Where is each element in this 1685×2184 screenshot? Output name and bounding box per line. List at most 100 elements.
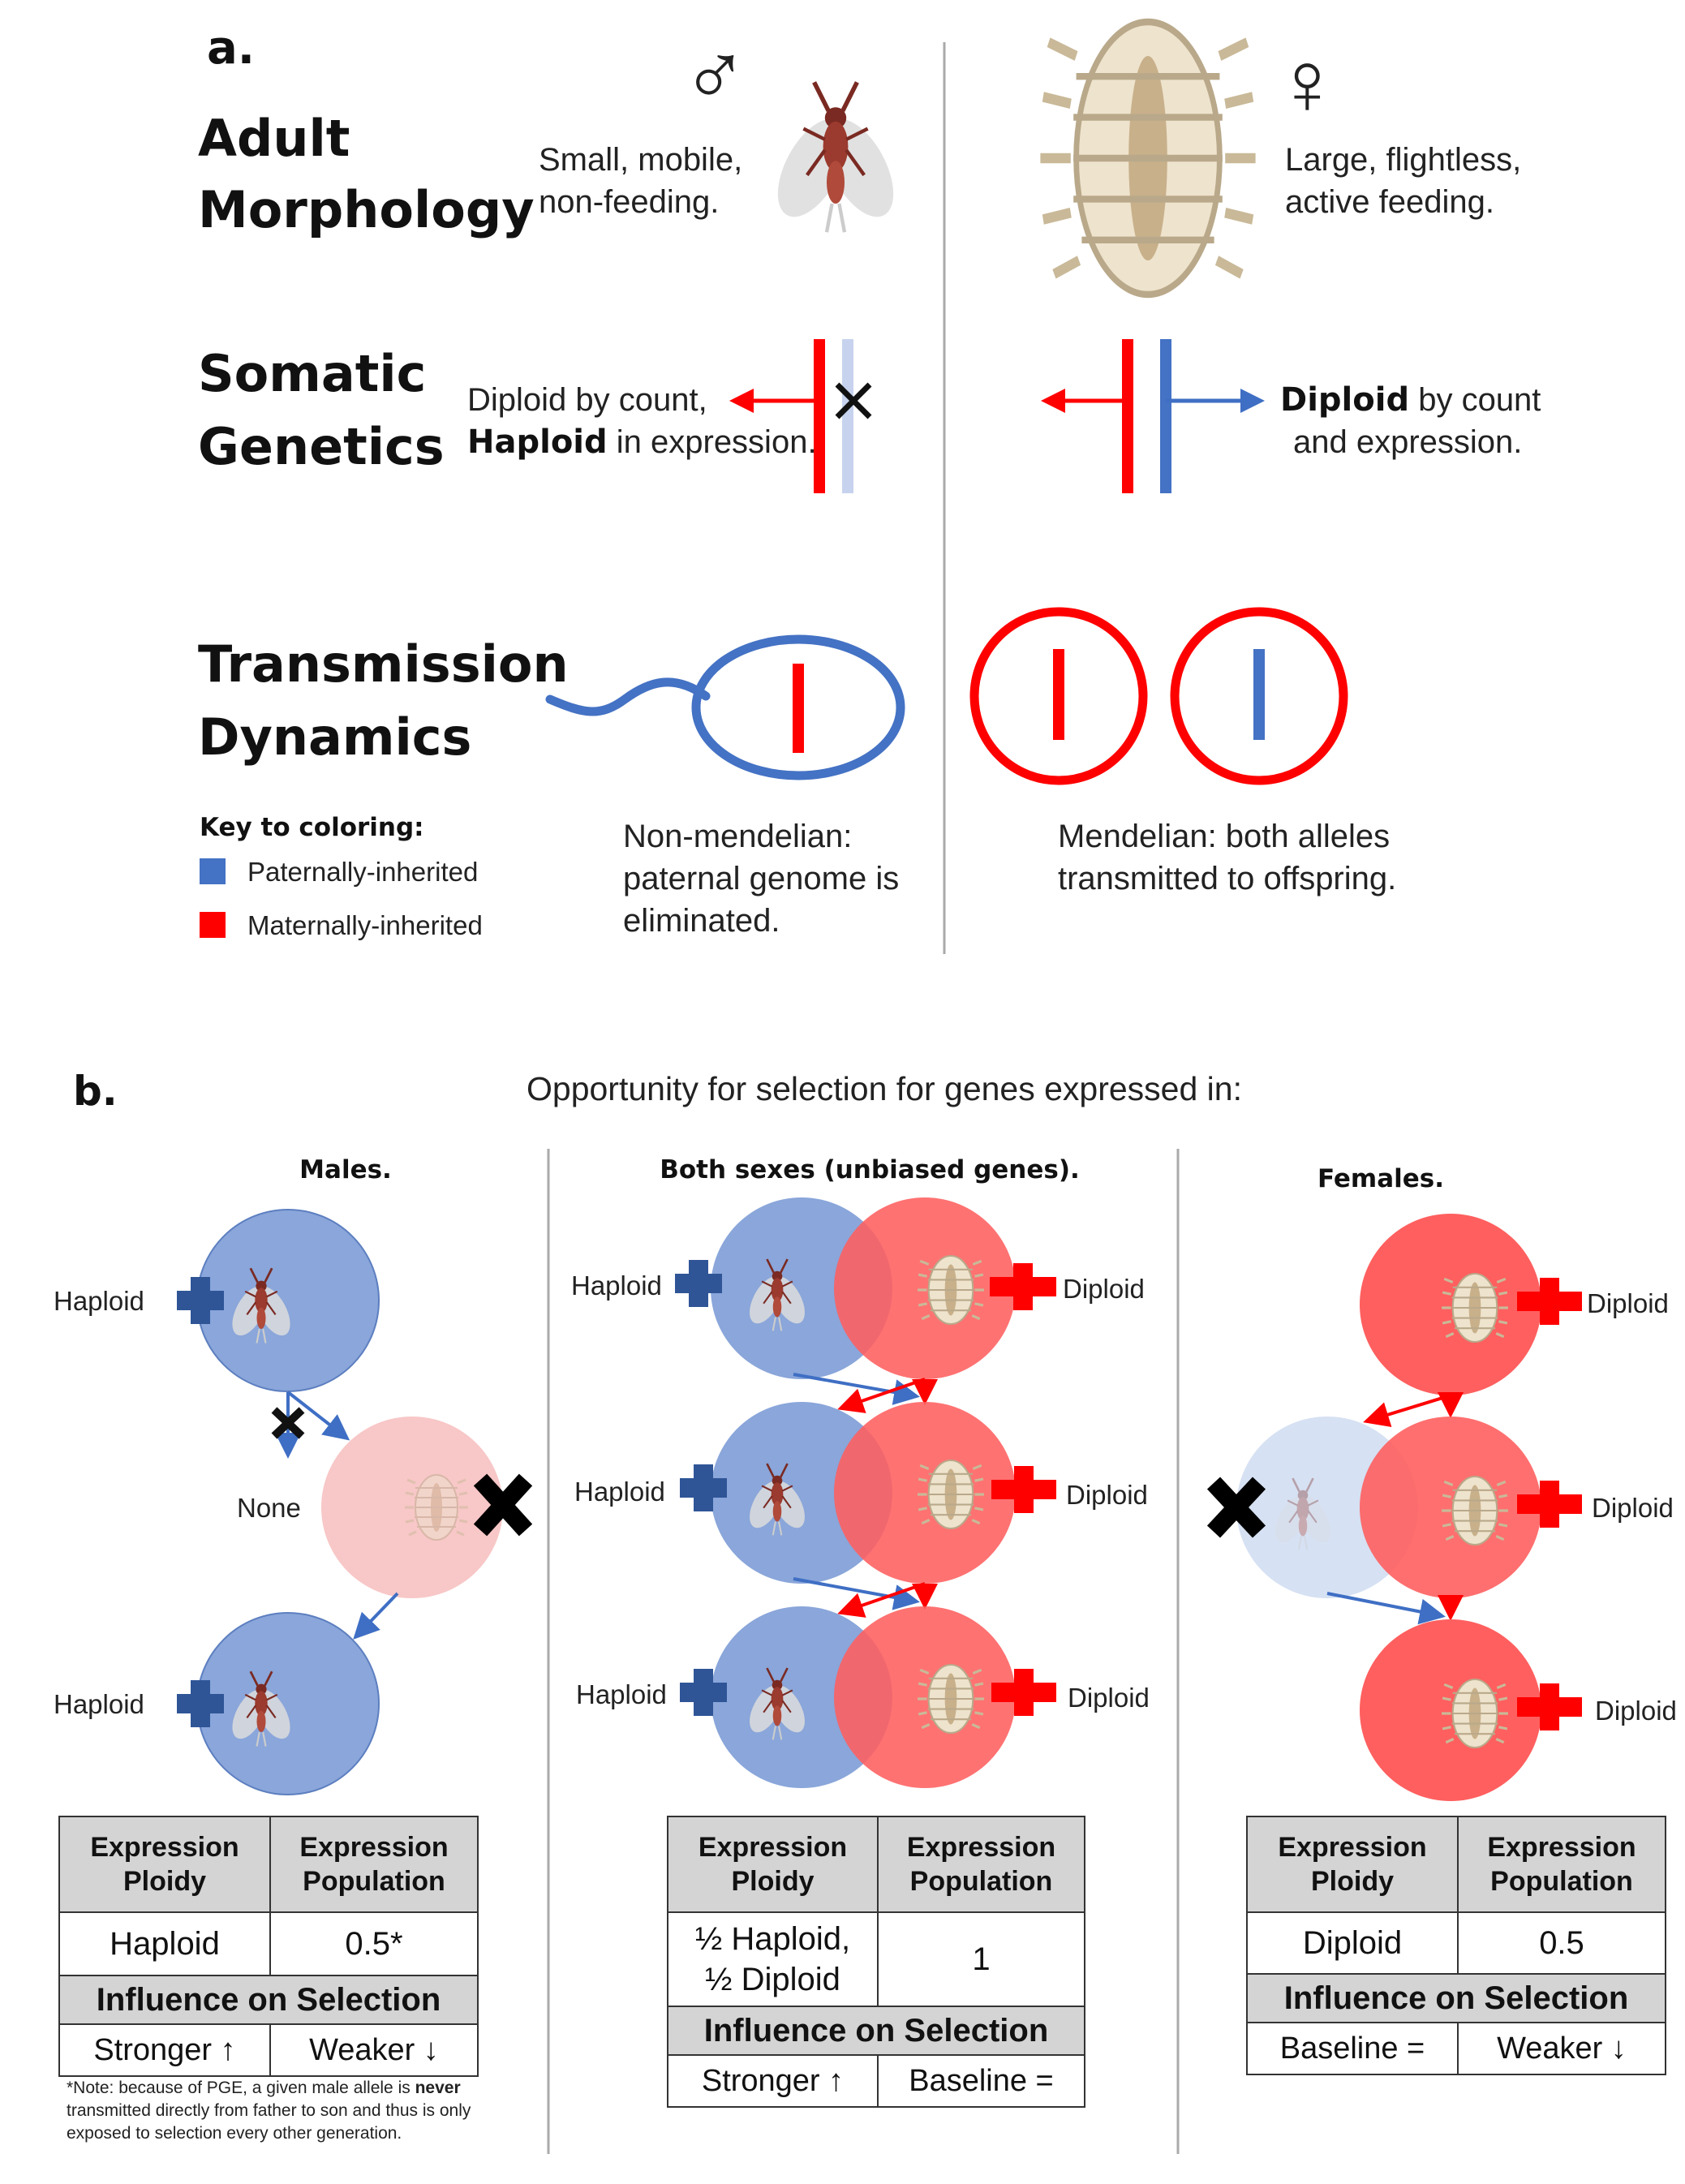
male-morph-line2: non-feeding. [539, 184, 719, 220]
row-label-morphology: Morphology [198, 180, 535, 239]
both-gen1-haploid-label: Haploid [571, 1270, 662, 1301]
both-table-header-population: Expression Population [877, 1816, 1085, 1913]
males-gen3-label: Haploid [54, 1689, 144, 1719]
males-gen2-female [321, 1417, 533, 1598]
panel-b-label: b. [73, 1068, 118, 1115]
males-footnote-bold: never [415, 2079, 461, 2097]
both-table-header-ploidy: Expression Ploidy [667, 1816, 879, 1913]
female-morph-line1: Large, flightless, [1285, 142, 1521, 178]
silenced-x-mark [835, 382, 872, 419]
row-label-dynamics: Dynamics [198, 707, 471, 767]
both-heading: Both sexes (unbiased genes). [660, 1155, 1080, 1184]
row-label-somatic: Somatic [198, 344, 426, 403]
male-symbol: ♂ [681, 25, 749, 125]
males-table-header-population: Expression Population [269, 1816, 479, 1913]
panel-b-title: Opportunity for selection for genes expr… [527, 1070, 1242, 1107]
males-gen3 [177, 1612, 380, 1795]
males-gen1-label: Haploid [54, 1286, 144, 1316]
female-morph-line2: active feeding. [1285, 184, 1494, 220]
both-table-influence-ploidy: Stronger ↑ [667, 2054, 879, 2108]
females-table: Expression Ploidy Expression Population … [1246, 1816, 1666, 2075]
males-table-influence-population: Weaker ↓ [269, 2023, 479, 2077]
row-label-transmission: Transmission [198, 634, 569, 694]
females-gen3 [1360, 1619, 1582, 1801]
both-gen3-haploid-label: Haploid [576, 1679, 667, 1709]
male-somatic-line1: Diploid by count, [467, 382, 707, 418]
females-table-header-ploidy: Expression Ploidy [1246, 1816, 1459, 1913]
both-table-influence-population: Baseline = [877, 2054, 1085, 2108]
both-gen3-diploid-label: Diploid [1068, 1683, 1150, 1713]
male-morph-line1: Small, mobile, [539, 142, 742, 178]
both-arrow-1-red-left [837, 1378, 926, 1413]
key-maternal-swatch [200, 912, 226, 938]
row-label-genetics: Genetics [198, 417, 445, 476]
males-table-population-value: 0.5* [269, 1911, 479, 1976]
both-arrow-1-blue [793, 1373, 920, 1405]
males-heading: Males. [299, 1155, 392, 1184]
both-table: Expression Ploidy Expression Population … [667, 1816, 1085, 2108]
both-table-ploidy-value-line2: ½ Diploid [705, 1962, 840, 1997]
row-label-adult: Adult [198, 109, 350, 168]
males-table-influence-header: Influence on Selection [58, 1975, 479, 2025]
females-table-ploidy-value: Diploid [1246, 1911, 1459, 1975]
both-table-ploidy-value-line1: ½ Haploid, [694, 1921, 851, 1957]
both-table-influence-header: Influence on Selection [667, 2006, 1085, 2056]
females-table-influence-header: Influence on Selection [1246, 1973, 1666, 2023]
sperm-head [691, 634, 905, 780]
females-arrow-2-blue [1326, 1592, 1446, 1625]
key-paternal-swatch [200, 858, 226, 884]
males-blocked-x [271, 1407, 305, 1439]
panel-a-label: a. [207, 22, 255, 75]
key-title: Key to coloring: [200, 813, 424, 842]
both-gen2-diploid-label: Diploid [1066, 1480, 1148, 1510]
males-footnote: *Note: because of PGE, a given male alle… [67, 2077, 488, 2145]
females-table-influence-ploidy: Baseline = [1246, 2022, 1459, 2075]
females-gen1-label: Diploid [1587, 1288, 1669, 1318]
females-table-population-value: 0.5 [1457, 1911, 1666, 1975]
female-transmission-line2: transmitted to offspring. [1058, 861, 1396, 896]
female-somatic-line2: and expression. [1293, 424, 1522, 460]
males-footnote-post: transmitted directly from father to son … [67, 2101, 471, 2143]
males-arrow-to-female [286, 1391, 350, 1441]
males-gen1 [177, 1209, 380, 1392]
key-maternal-label: Maternally-inherited [247, 910, 483, 940]
females-table-influence-population: Weaker ↓ [1457, 2022, 1666, 2075]
male-mealybug-image [763, 82, 907, 232]
females-table-header-population: Expression Population [1457, 1816, 1666, 1913]
female-somatic-line1: Diploid by count [1280, 381, 1541, 419]
females-gen3-label: Diploid [1595, 1696, 1677, 1726]
males-table-ploidy-value: Haploid [58, 1911, 271, 1976]
males-table: Expression Ploidy Expression Population … [58, 1816, 479, 2077]
females-arrow-1-left [1363, 1394, 1451, 1428]
females-gen2-label: Diploid [1592, 1493, 1674, 1523]
females-gen1 [1360, 1214, 1582, 1395]
both-gen2 [680, 1402, 1056, 1584]
both-arrow-2-blue [793, 1577, 920, 1610]
males-footnote-pre: *Note: because of PGE, a given male alle… [67, 2079, 415, 2097]
both-table-ploidy-value: ½ Haploid, ½ Diploid [667, 1911, 879, 2007]
male-transmission-line2: paternal genome is [623, 861, 899, 896]
females-gen2 [1206, 1417, 1582, 1598]
male-somatic-line2: Haploid in expression. [467, 423, 817, 461]
both-gen2-haploid-label: Haploid [574, 1477, 665, 1507]
males-table-header-ploidy: Expression Ploidy [58, 1816, 271, 1913]
egg-paternal [1170, 607, 1348, 785]
female-transmission-line1: Mendelian: both alleles [1058, 819, 1390, 854]
both-gen3 [680, 1606, 1056, 1788]
both-arrow-2-red-left [837, 1582, 926, 1618]
male-transmission-line1: Non-mendelian: [623, 819, 852, 854]
males-table-influence-ploidy: Stronger ↑ [58, 2023, 271, 2077]
females-heading: Females. [1317, 1164, 1444, 1193]
both-gen1-diploid-label: Diploid [1063, 1274, 1145, 1304]
males-arrow-to-gen3 [353, 1592, 399, 1640]
egg-maternal [969, 607, 1148, 785]
key-paternal-label: Paternally-inherited [247, 857, 478, 887]
female-mealybug-image [1040, 22, 1255, 294]
males-none-label: None [237, 1493, 301, 1523]
female-symbol: ♀ [1274, 33, 1341, 133]
both-gen1 [675, 1197, 1056, 1379]
both-table-population-value: 1 [877, 1911, 1085, 2007]
male-transmission-line3: eliminated. [623, 903, 780, 939]
sperm-tail [545, 677, 711, 716]
